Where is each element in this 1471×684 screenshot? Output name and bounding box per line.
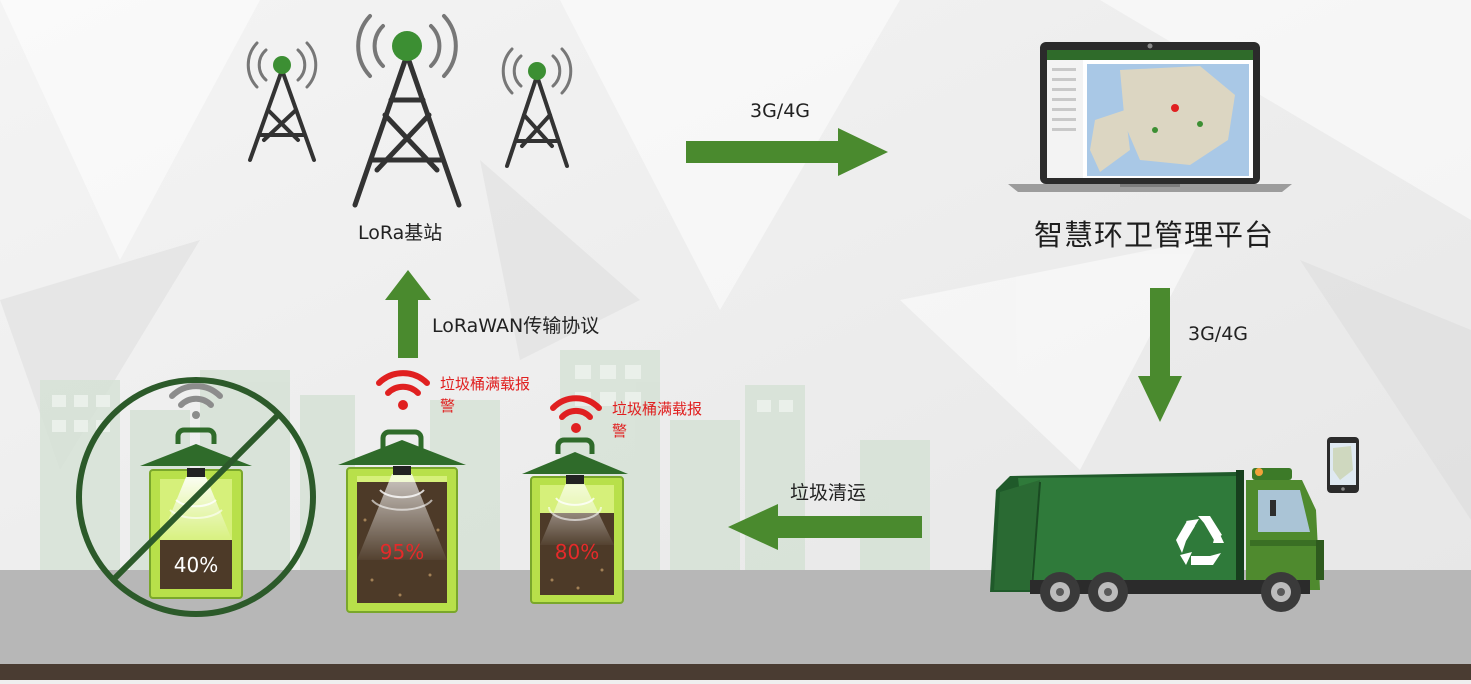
wifi-icon-bin-2: [376, 370, 430, 410]
no-signal-icon: [76, 377, 316, 617]
arrow-truck-to-bins: [728, 504, 922, 550]
bin-2-alarm-label: 垃圾桶满载报警: [440, 375, 531, 415]
laptop-icon: [1008, 42, 1292, 192]
base-station-label: LoRa基站: [358, 222, 443, 244]
bin-1-fill: [160, 540, 232, 589]
arrow-platform-to-truck: [1138, 288, 1182, 422]
arrow-station-to-platform: [686, 128, 888, 176]
city-skyline: [40, 350, 930, 570]
bin-3-alarm-label: 垃圾桶满载报警: [612, 400, 703, 440]
arrow-bin-to-station: [385, 270, 431, 358]
tower-icon-left: [246, 41, 318, 162]
uplink-protocol-label: LoRaWAN传输协议: [432, 315, 600, 337]
wifi-icon-bin-1: [169, 383, 223, 419]
recycle-icon: [1176, 516, 1224, 565]
bin-1: [140, 427, 252, 599]
bin-1-fill-label: 40%: [173, 553, 219, 577]
bin-3-fill-label: 80%: [554, 540, 600, 564]
bin-3: [522, 437, 628, 604]
wifi-icon-bin-3: [550, 395, 602, 433]
tower-icon-center: [352, 14, 462, 208]
link-platform-to-truck-label: 3G/4G: [1188, 323, 1249, 345]
link-truck-to-bins-label: 垃圾清运: [790, 482, 867, 504]
phone-icon: [1327, 437, 1359, 493]
garbage-truck: [990, 468, 1324, 612]
bin-2-fill-label: 95%: [379, 540, 425, 564]
bin-2: [338, 429, 466, 613]
curb: [0, 664, 1471, 680]
tower-icon-right: [501, 47, 573, 168]
link-station-to-platform-label: 3G/4G: [750, 100, 811, 122]
platform-label: 智慧环卫管理平台: [1034, 218, 1275, 252]
